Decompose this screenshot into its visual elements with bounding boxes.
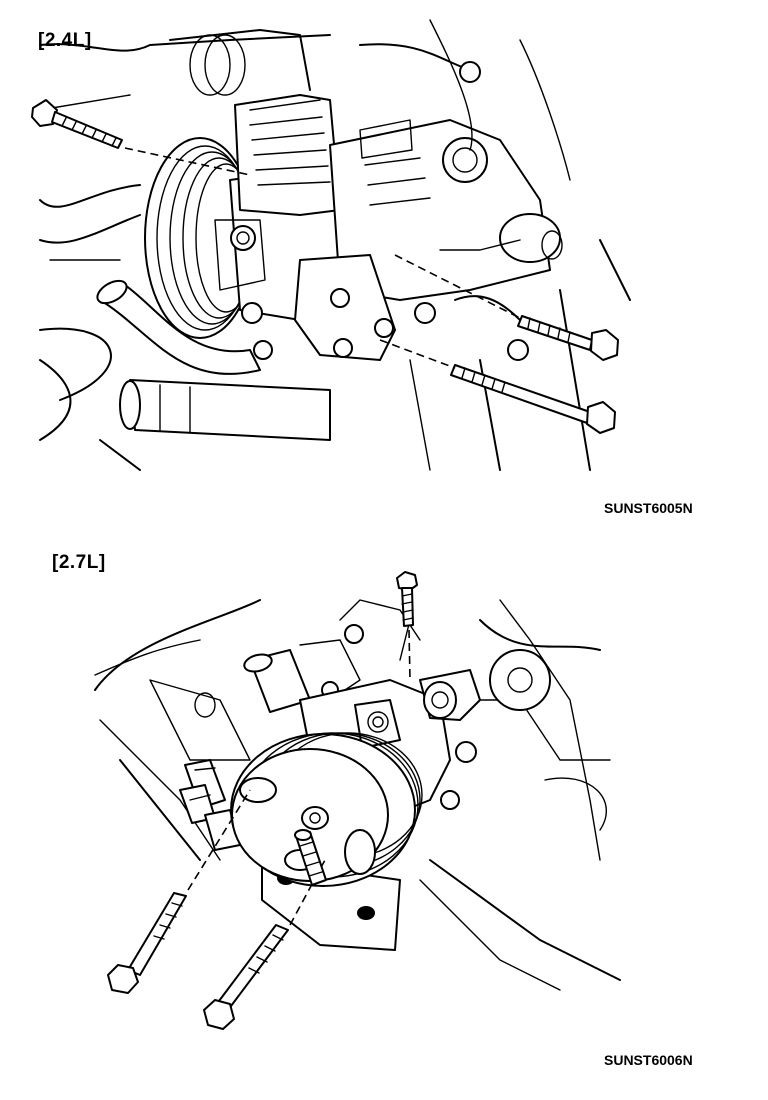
bolt-top-vertical-icon: [396, 571, 418, 627]
section-label-2-7l: [2.7L]: [52, 552, 106, 573]
diagram-2-4l-power-steering-pump: [31, 19, 631, 471]
bolt-lower-right-icon: [203, 924, 289, 1030]
bolt-right-lower-icon: [450, 364, 616, 434]
bolt-lower-left-icon: [107, 892, 187, 994]
stud-bolt-icon: [294, 829, 327, 886]
figure-code-2-4l: SUNST6005N: [604, 500, 693, 516]
bolt-right-upper-icon: [517, 315, 619, 361]
bolt-upper-left-icon: [31, 99, 123, 149]
figure-code-2-7l: SUNST6006N: [604, 1052, 693, 1068]
